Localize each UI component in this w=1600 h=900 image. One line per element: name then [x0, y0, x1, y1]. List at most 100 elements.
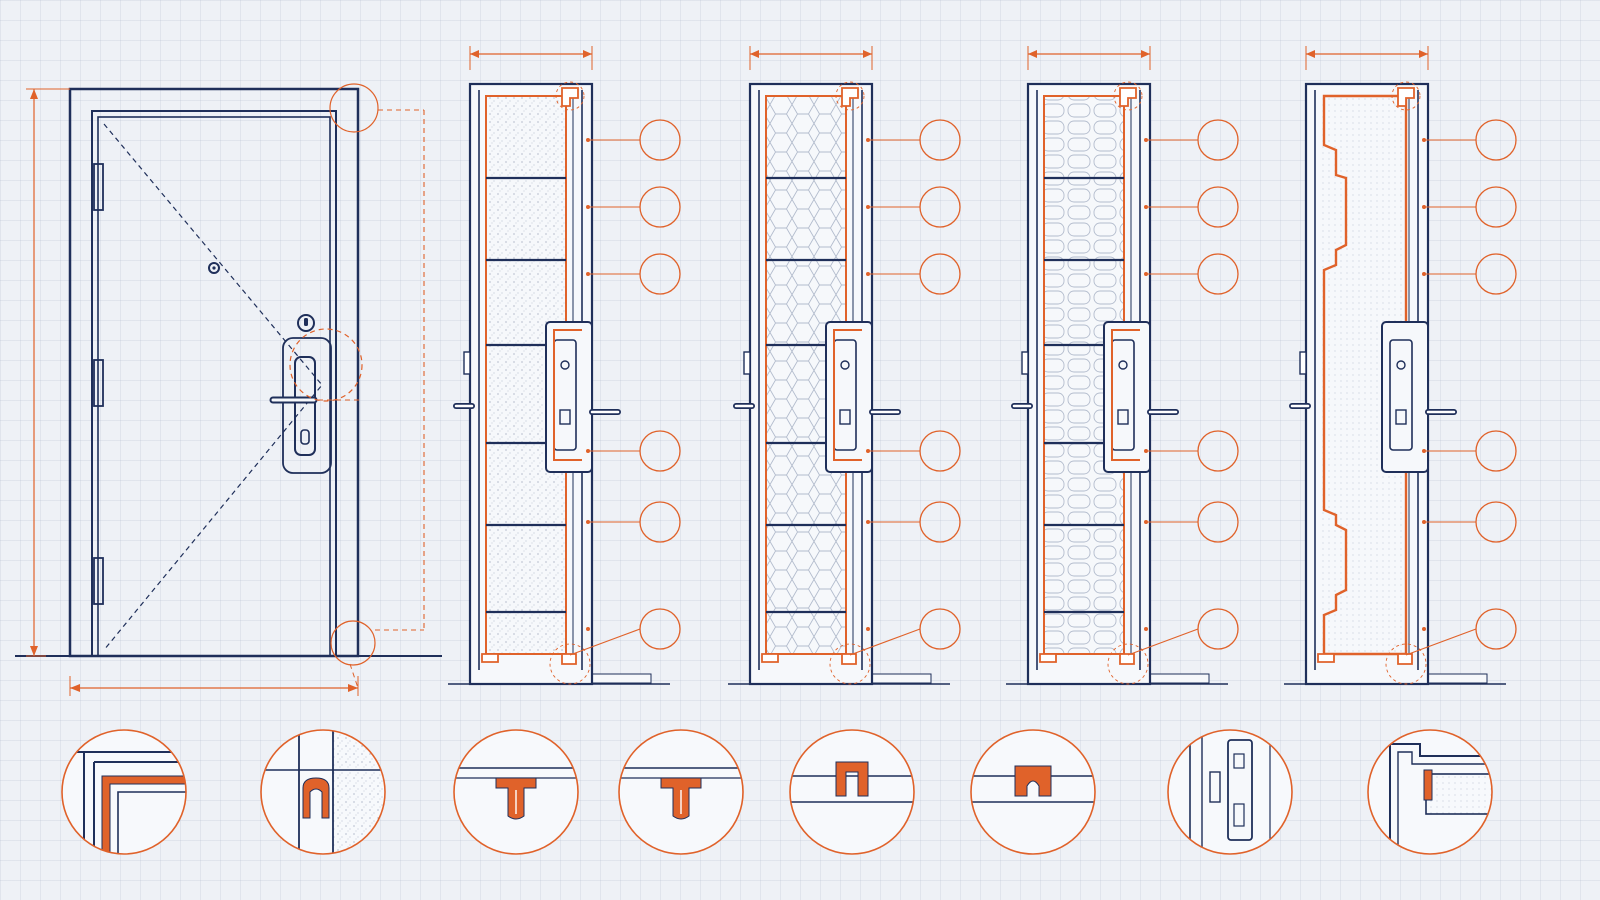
arrow-right [1141, 50, 1150, 58]
callout-circle [919, 119, 961, 161]
callout-circle [1475, 119, 1517, 161]
detail-content [1389, 743, 1492, 854]
callout-circle [919, 501, 961, 543]
callout-circle [919, 186, 961, 228]
callout-dot [866, 138, 870, 142]
detail-circle [260, 729, 386, 855]
callout-dot [1144, 272, 1148, 276]
hinge-icon [93, 163, 104, 605]
section-2 [728, 46, 961, 686]
callout-circle [1197, 253, 1239, 295]
callout-dot [586, 520, 590, 524]
detail-8 [1367, 729, 1493, 855]
hinge-knuckle [463, 351, 471, 375]
seal-highlight [1107, 643, 1149, 685]
callout-circle [639, 430, 681, 472]
detail-circle [1167, 729, 1293, 855]
callout-dot [1422, 449, 1426, 453]
leaf-panel [1425, 773, 1492, 815]
top-seal [1397, 87, 1415, 107]
detail-circle [618, 729, 744, 855]
lock-cylinder-icon [297, 314, 315, 332]
top-seal [1119, 87, 1137, 107]
lock-liner [1111, 329, 1140, 461]
callout-circle [1475, 186, 1517, 228]
callout-circle [639, 186, 681, 228]
callout-circle [1197, 430, 1239, 472]
swing-indicator [103, 123, 323, 651]
bottom-seal [761, 653, 779, 663]
arrow-left [750, 50, 759, 58]
callout-dot [1144, 627, 1148, 631]
callout-dot [1422, 272, 1426, 276]
bottom-seal [561, 653, 577, 665]
seal-highlight [1113, 81, 1143, 111]
detail-circle [61, 729, 187, 855]
door-viewer-icon [208, 262, 220, 274]
lock-spindle [560, 360, 570, 370]
lock-case [825, 321, 873, 473]
detail-7 [1167, 729, 1293, 855]
detail-content [261, 730, 385, 854]
stepped-skin [1322, 94, 1408, 656]
hinge-knuckle [743, 351, 751, 375]
arrow-left [1028, 50, 1037, 58]
callout-dot [1422, 627, 1426, 631]
top-seal [561, 87, 579, 107]
callout-dot [1422, 138, 1426, 142]
latch [1233, 753, 1245, 769]
callout-leader [849, 628, 921, 656]
detail-content [619, 767, 743, 820]
callout-dot [1422, 520, 1426, 524]
bottom-seal [1397, 653, 1413, 665]
callout-dot [1144, 205, 1148, 209]
callout-dot [586, 138, 590, 142]
detail-circle [1367, 729, 1493, 855]
callout-dot [866, 520, 870, 524]
callout-dot [866, 449, 870, 453]
bottom-seal [1039, 653, 1057, 663]
callout-dot [866, 627, 870, 631]
detail-circle [970, 729, 1096, 855]
callout-leader [1127, 628, 1199, 656]
section-3 [1006, 46, 1239, 686]
seal-highlight [549, 643, 591, 685]
lock-case [545, 321, 593, 473]
frame-profile [64, 751, 186, 854]
section-1 [448, 46, 681, 686]
detail-1 [61, 729, 187, 855]
lock-body [1227, 739, 1253, 841]
callout-circle [1475, 608, 1517, 650]
lock-liner [553, 329, 582, 461]
callout-circle [1475, 430, 1517, 472]
callout-leader [569, 628, 641, 656]
door-leaf [97, 116, 331, 657]
detail-content [454, 767, 578, 820]
arrow-right [1419, 50, 1428, 58]
bottom-seal [841, 653, 857, 665]
lock-faceplate [1209, 771, 1221, 803]
lock-mechanism [1389, 339, 1413, 451]
callout-dot [586, 627, 590, 631]
lock-bolt [559, 409, 571, 425]
callout-circle [639, 119, 681, 161]
detail-background [790, 730, 914, 854]
seal-highlight [1385, 643, 1427, 685]
hinge-knuckle [1299, 351, 1307, 375]
callout-circle [919, 253, 961, 295]
callout-dot [1144, 138, 1148, 142]
callout-circle [639, 253, 681, 295]
callout-circle [919, 608, 961, 650]
arrow-right [583, 50, 592, 58]
callout-circle [1197, 608, 1239, 650]
callout-dot [586, 205, 590, 209]
callout-circle [639, 501, 681, 543]
door-frame-inner [91, 110, 337, 657]
rebate-inner [1397, 751, 1492, 854]
callout-circle [1197, 186, 1239, 228]
deadbolt [1233, 803, 1245, 827]
detail-circle [789, 729, 915, 855]
inner-profile [117, 791, 186, 854]
